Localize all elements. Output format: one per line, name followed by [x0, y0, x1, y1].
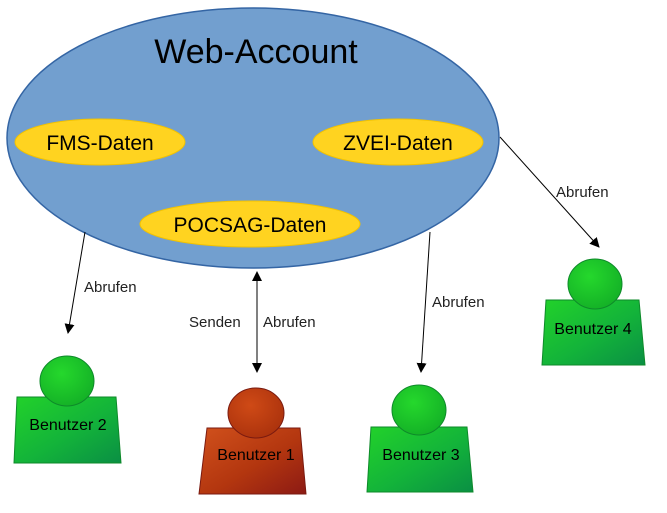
arrow-to-user4 [499, 136, 600, 248]
user2-label: Benutzer 2 [29, 417, 106, 434]
user3-label: Benutzer 3 [382, 447, 459, 464]
fms-data-label: FMS-Daten [46, 132, 153, 155]
web-account-ellipse [6, 7, 500, 269]
user3-figure: Benutzer 3 [366, 384, 474, 493]
zvei-data-node: ZVEI-Daten [312, 118, 484, 166]
user1-figure: Benutzer 1 [198, 387, 307, 495]
arrow-to-user2 [64, 231, 86, 334]
arrow-label-user3: Abrufen [432, 294, 485, 311]
arrow-label-user1-send: Senden [189, 314, 241, 331]
pocsag-data-node: POCSAG-Daten [139, 200, 361, 248]
user2-figure: Benutzer 2 [13, 355, 122, 464]
user3-head [391, 384, 447, 436]
arrow-label-user4: Abrufen [556, 184, 609, 201]
arrow-label-user1-fetch: Abrufen [263, 314, 316, 331]
user1-label: Benutzer 1 [217, 447, 294, 464]
fms-data-node: FMS-Daten [14, 118, 186, 166]
user2-head [39, 355, 95, 407]
web-account-title: Web-Account [154, 33, 358, 71]
arrow-label-user2: Abrufen [84, 279, 137, 296]
user1-head [227, 387, 285, 439]
pocsag-data-label: POCSAG-Daten [174, 214, 327, 237]
zvei-data-label: ZVEI-Daten [343, 132, 453, 155]
user4-figure: Benutzer 4 [541, 258, 646, 366]
arrow-to-user3 [416, 231, 431, 373]
user4-head [567, 258, 623, 310]
user4-label: Benutzer 4 [554, 321, 631, 338]
